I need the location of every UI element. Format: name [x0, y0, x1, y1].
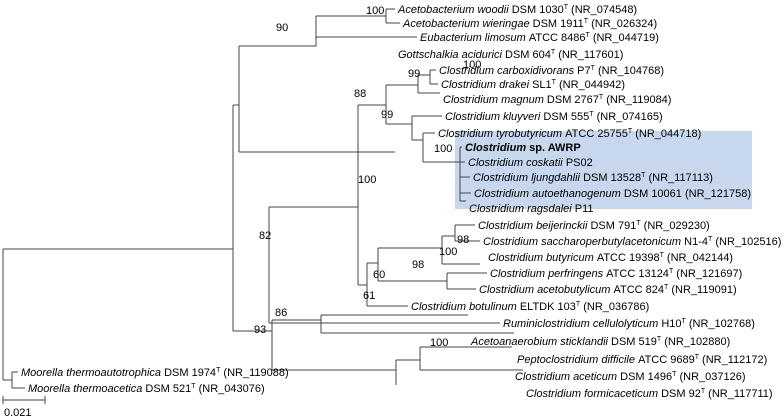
leaf-label: Clostridium tyrobutyricum ATCC 25755T (N… — [438, 128, 701, 140]
bootstrap-value: 88 — [354, 88, 366, 100]
leaf-label: Moorella thermoacetica DSM 521T (NR_0430… — [28, 383, 265, 395]
scale-bar: 0.021 — [2, 396, 46, 419]
bootstrap-value: 100 — [358, 174, 376, 186]
leaf-label: Clostridium magnum DSM 2767T (NR_119084) — [443, 94, 671, 106]
leaf-labels: Acetobacterium woodii DSM 1030T (NR_0745… — [21, 4, 781, 400]
leaf-label: Clostridium kluyveri DSM 555T (NR_074165… — [445, 111, 663, 123]
bootstrap-value: 100 — [366, 5, 384, 17]
highlight-box — [455, 131, 752, 209]
tree-branches — [2, 8, 523, 389]
leaf-label: Clostridium carboxidivorans P7T (NR_1047… — [439, 65, 664, 77]
leaf-label: Clostridium formicaceticum DSM 92T (NR_1… — [526, 388, 773, 400]
scale-bar-label: 0.021 — [4, 407, 32, 419]
leaf-label: Clostridium sp. AWRP — [465, 142, 581, 154]
bootstrap-value: 60 — [373, 269, 385, 281]
leaf-label: Ruminiclostridium cellulolyticum H10T (N… — [503, 318, 755, 330]
leaf-label: Moorella thermoautotrophica DSM 1974T (N… — [21, 367, 289, 379]
leaf-label: Clostridium drakei SL1T (NR_044942) — [441, 79, 625, 91]
bootstrap-value: 86 — [275, 307, 287, 319]
bootstrap-value: 61 — [363, 290, 375, 302]
leaf-label: Clostridium botulinum ELTDK 103T (NR_036… — [411, 301, 649, 313]
leaf-label: Eubacterium limosum ATCC 8486T (NR_04471… — [420, 32, 659, 44]
leaf-label: Clostridium autoethanogenum DSM 10061 (N… — [474, 188, 751, 200]
leaf-label: Clostridium coskatii PS02 — [468, 157, 593, 169]
leaf-label: Clostridium ljungdahlii DSM 13528T (NR_1… — [473, 172, 713, 184]
leaf-label: Clostridium beijerinckii DSM 791T (NR_02… — [478, 220, 710, 232]
leaf-label: Clostridium aceticum DSM 1496T (NR_03712… — [515, 371, 746, 383]
leaf-label: Clostridium acetobutylicum ATCC 824T (NR… — [479, 284, 737, 296]
leaf-label: Clostridium butyricum ATCC 19398T (NR_04… — [488, 252, 733, 264]
bootstrap-value: 99 — [381, 109, 393, 121]
leaf-label: Peptoclostridium difficile ATCC 9689T (N… — [517, 354, 767, 366]
bootstrap-value: 100 — [430, 337, 448, 349]
bootstrap-value: 93 — [254, 324, 266, 336]
bootstrap-value: 100 — [434, 143, 452, 155]
bootstrap-value: 98 — [457, 234, 469, 246]
leaf-label: Clostridium saccharoperbutylacetonicum N… — [483, 236, 781, 248]
bootstrap-value: 99 — [408, 68, 420, 80]
leaf-label: Acetobacterium woodii DSM 1030T (NR_0745… — [397, 4, 637, 16]
bootstrap-value: 100 — [463, 59, 481, 71]
leaf-label: Acetoanaerobium sticklandii DSM 519T (NR… — [470, 336, 730, 348]
leaf-label: Acetobacterium wieringae DSM 1911T (NR_0… — [402, 18, 657, 30]
bootstrap-value: 100 — [439, 246, 457, 258]
leaf-label: Clostridium ragsdalei P11 — [469, 203, 594, 215]
leaf-label: Clostridium perfringens ATCC 13124T (NR_… — [490, 268, 742, 280]
bootstrap-value: 82 — [259, 230, 271, 242]
bootstrap-value: 90 — [276, 22, 288, 34]
leaf-label: Gottschalkia acidurici DSM 604T (NR_1176… — [398, 49, 623, 61]
bootstrap-value: 98 — [412, 259, 424, 271]
